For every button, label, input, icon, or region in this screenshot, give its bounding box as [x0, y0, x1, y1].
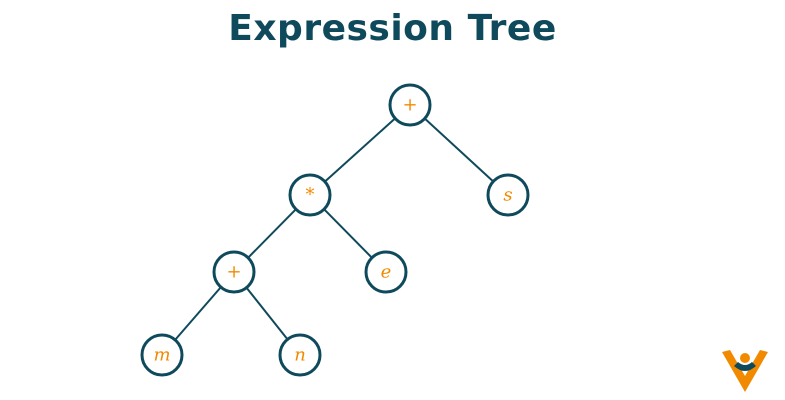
- page-title: Expression Tree: [228, 8, 557, 49]
- tree-node-m: m: [140, 333, 184, 377]
- tree-edge-root-times: [324, 117, 396, 183]
- tree-node-circle: [140, 333, 184, 377]
- tree-node-times: *: [288, 173, 332, 217]
- tree-node-label: s: [503, 185, 512, 206]
- tree-node-circle: [364, 250, 408, 294]
- tree-node-circle: [212, 250, 256, 294]
- tree-node-s: s: [486, 173, 530, 217]
- tree-nodes: + * s + e m n: [140, 83, 530, 377]
- tree-node-label: m: [153, 345, 170, 366]
- tree-edge-root-s: [424, 117, 494, 183]
- tree-edge-plus2-n: [245, 287, 289, 340]
- brand-logo-icon: [722, 350, 768, 392]
- tree-edge-plus2-m: [174, 286, 222, 341]
- tree-node-label: n: [294, 345, 306, 366]
- tree-node-e: e: [364, 250, 408, 294]
- tree-node-plus2: +: [212, 250, 256, 294]
- tree-node-label: +: [402, 95, 417, 116]
- tree-edge-times-plus2: [247, 208, 297, 259]
- tree-node-label: e: [381, 262, 392, 283]
- tree-node-root: +: [388, 83, 432, 127]
- tree-node-n: n: [278, 333, 322, 377]
- tree-node-circle: [278, 333, 322, 377]
- tree-node-circle: [486, 173, 530, 217]
- tree-node-label: *: [306, 185, 315, 206]
- tree-edge-times-e: [323, 208, 373, 259]
- tree-node-circle: [388, 83, 432, 127]
- tree-edges: [174, 117, 494, 341]
- tree-node-circle: [288, 173, 332, 217]
- tree-node-label: +: [226, 262, 241, 283]
